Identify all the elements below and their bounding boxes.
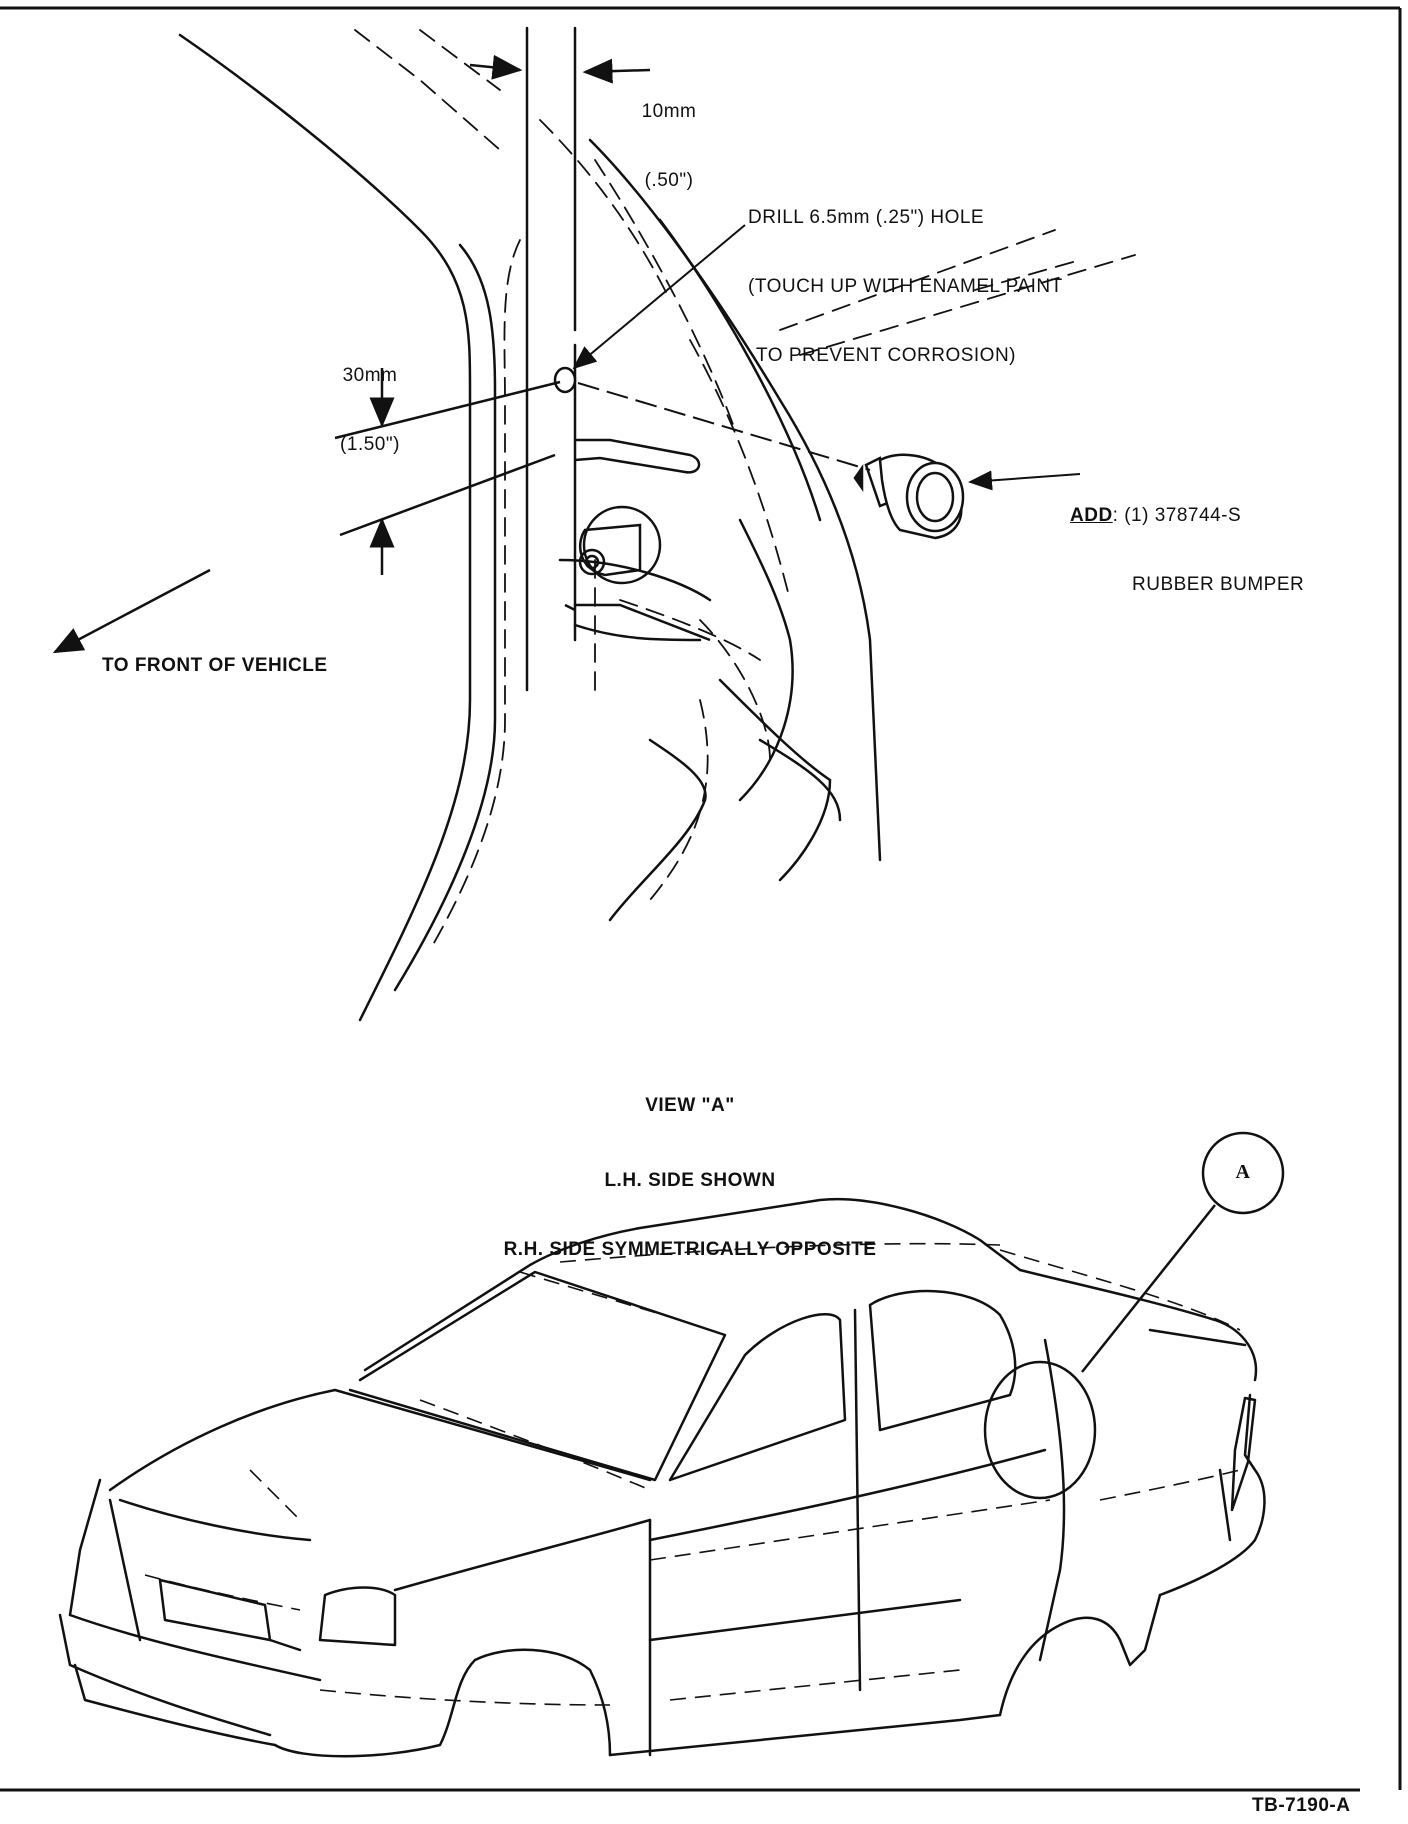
figure-number: TB-7190-A <box>1252 1795 1351 1816</box>
top-dimension-label: 10mm (.50") <box>624 54 714 215</box>
bumper-leader <box>577 382 871 471</box>
view-caption: VIEW "A" L.H. SIDE SHOWN R.H. SIDE SYMME… <box>440 1048 940 1284</box>
top-dimension-imperial: (.50") <box>644 170 694 191</box>
add-note-line2: RUBBER BUMPER <box>1132 574 1305 595</box>
add-note: ADD: (1) 378744-S RUBBER BUMPER <box>1070 458 1304 619</box>
view-caption-line3: R.H. SIDE SYMMETRICALLY OPPOSITE <box>503 1239 877 1260</box>
drill-note-line3: TO PREVENT CORROSION) <box>756 345 1016 366</box>
callout-letter: A <box>1235 1161 1251 1183</box>
pillar-outline <box>178 26 882 1022</box>
left-dimension-metric: 30mm <box>342 365 398 386</box>
view-caption-line1: VIEW "A" <box>645 1095 735 1116</box>
front-direction-arrow <box>52 568 211 654</box>
car-outline <box>58 1198 1266 1758</box>
drill-hole <box>553 366 577 394</box>
left-dimension-imperial: (1.50") <box>340 434 400 455</box>
drill-note-line2: (TOUCH UP WITH ENAMEL PAINT <box>748 276 1063 297</box>
page-border <box>0 6 1402 1792</box>
note-leaders <box>572 224 1081 491</box>
pillar-hidden-lines <box>354 29 1136 951</box>
rubber-bumper <box>853 453 965 540</box>
add-note-part: : (1) 378744-S <box>1112 505 1242 526</box>
add-note-keyword: ADD <box>1070 505 1113 526</box>
top-dimension-metric: 10mm <box>641 101 697 122</box>
dimension-lines <box>334 54 651 575</box>
drill-note-line1: DRILL 6.5mm (.25") HOLE <box>748 207 985 228</box>
view-caption-line2: L.H. SIDE SHOWN <box>604 1170 776 1191</box>
car-hidden-lines <box>144 1242 1241 1706</box>
striker-assembly <box>564 438 711 642</box>
left-dimension-label: 30mm (1.50") <box>320 318 420 479</box>
drill-note: DRILL 6.5mm (.25") HOLE (TOUCH UP WITH E… <box>748 160 1063 390</box>
front-of-vehicle-label: TO FRONT OF VEHICLE <box>102 655 328 676</box>
callout-bubble <box>1201 1131 1285 1215</box>
callout-leader <box>1081 1204 1216 1373</box>
